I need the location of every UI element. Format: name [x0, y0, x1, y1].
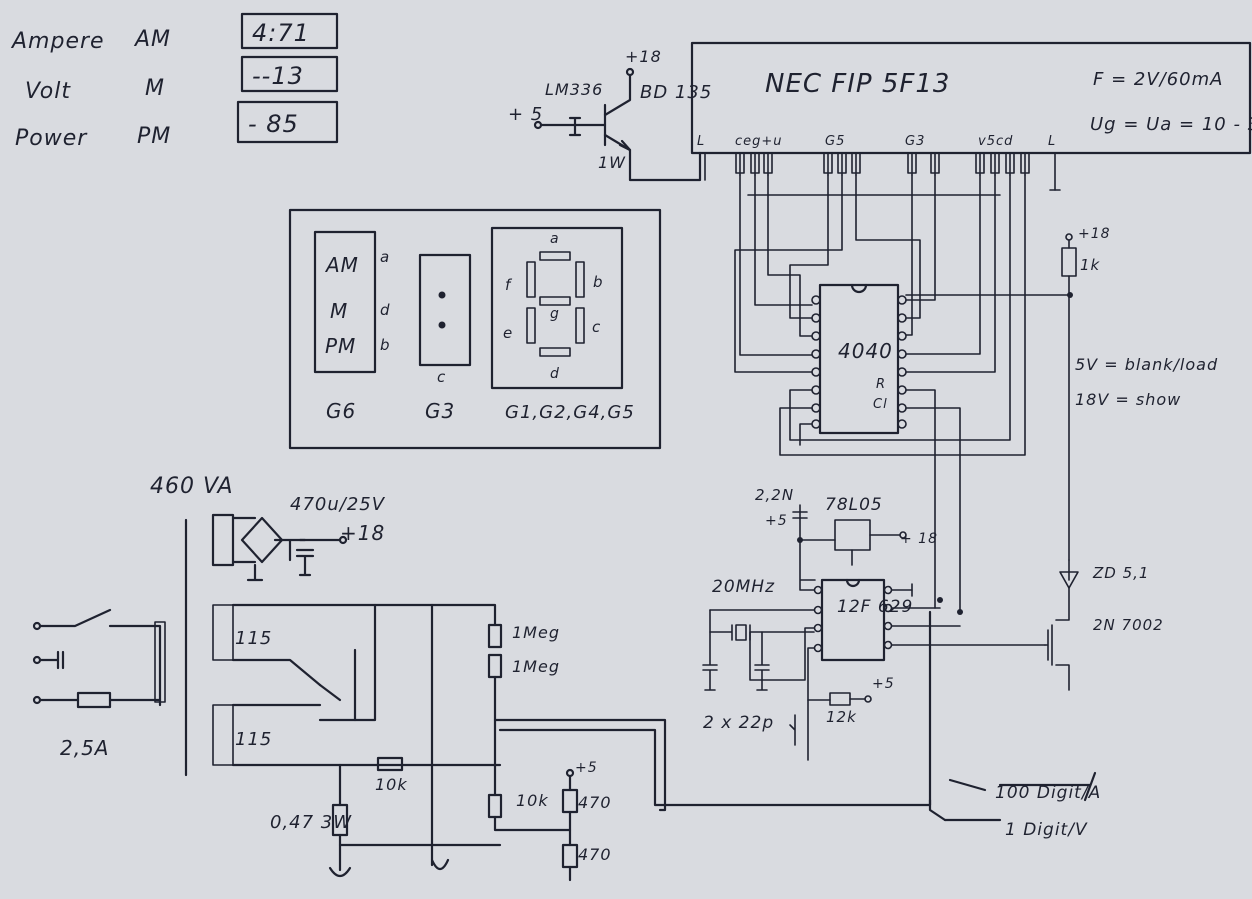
filament-regulator: LM336 BD 135 1W + 5 +18 — [508, 47, 712, 182]
legend-am: AM — [324, 253, 359, 277]
lm336-label: LM336 — [545, 80, 603, 99]
legend-caption-digits: G1,G2,G4,G5 — [505, 402, 635, 423]
caps-label: 2 x 22p — [703, 713, 774, 733]
fuse-label: 2,5A — [60, 736, 110, 760]
ic-4040-body — [818, 283, 900, 435]
seg-e: e — [503, 324, 513, 342]
ic-4040-label: 4040 — [838, 339, 893, 363]
transformer-rating: 460 VA — [150, 474, 234, 499]
ampere-value: 4:71 — [252, 19, 310, 47]
legend-pin-d: d — [380, 301, 391, 319]
vfd-pins-6: L — [1048, 134, 1056, 149]
display-mode-table: Ampere AM 4:71 Volt M --13 Power PM - 85 — [10, 12, 339, 151]
r10k-b-label: 10k — [516, 791, 549, 810]
scale-volts-label: 1 Digit/V — [1005, 820, 1088, 840]
power-code: PM — [137, 124, 171, 149]
legend-caption-g3: G3 — [425, 399, 455, 423]
power-supply: 460 VA 470u/25V +18 115 115 2,5A 0,47 3W… — [32, 474, 1101, 882]
regulator-supply-label: +18 — [625, 47, 662, 66]
seg-c: c — [592, 318, 601, 336]
legend-pin-a: a — [380, 248, 390, 266]
legend-g3-box — [418, 253, 472, 367]
vfd-pins-3: G5 — [825, 134, 845, 149]
legend-caption-g6: G6 — [326, 399, 356, 423]
vfd-title: NEC FIP 5F13 — [765, 69, 950, 99]
r470-supply-label: +5 — [575, 760, 598, 776]
ic-4040-pin-cl: Cl — [873, 397, 888, 412]
r1meg-a-label: 1Meg — [512, 623, 560, 642]
psu-output-label: +18 — [340, 521, 385, 545]
legend-pm: PM — [325, 334, 356, 358]
ic-12f629-notch — [845, 578, 861, 588]
volt-value: --13 — [252, 62, 304, 90]
legend-m: M — [330, 299, 348, 323]
ampere-label: Ampere — [10, 29, 105, 54]
volt-code: M — [145, 76, 165, 101]
r470-b-label: 470 — [578, 845, 612, 864]
legend-colon-top — [438, 291, 446, 299]
volt-value-box — [240, 55, 339, 93]
ic-12f629-label: 12F 629 — [837, 597, 913, 617]
volt-label: Volt — [25, 79, 71, 104]
ampere-value-box — [240, 12, 339, 50]
zener-label: ZD 5,1 — [1092, 564, 1149, 582]
seg-b: b — [593, 273, 604, 291]
reg-78l05-label: 78L05 — [825, 495, 883, 515]
vfd-pins-5: v5cd — [978, 134, 1013, 149]
seg-d: d — [550, 366, 560, 382]
mosfet-label: 2N 7002 — [1093, 616, 1164, 634]
reg-cap-plus: +5 — [765, 513, 788, 529]
crystal-label: 20MHz — [712, 577, 775, 597]
microcontroller: 12F 629 20MHz 2 x 22p 78L05 2,2N +5 + 18… — [702, 389, 1164, 761]
r470-a-label: 470 — [578, 793, 612, 812]
legend-g3-pin: c — [437, 368, 446, 386]
vfd-grid-spec: Ug = Ua = 10 - 32V — [1090, 114, 1252, 135]
power-label: Power — [15, 126, 88, 151]
ic-4040-notch — [850, 283, 868, 294]
counter-note-show: 18V = show — [1075, 390, 1181, 409]
legend-pin-b: b — [380, 336, 391, 354]
reg-cap-label: 2,2N — [755, 486, 794, 504]
legend-colon-bottom — [438, 321, 446, 329]
winding-2-label: 115 — [235, 729, 272, 750]
pullup-supply: +18 — [1078, 226, 1111, 242]
vfd-filament-spec: F = 2V/60mA — [1093, 69, 1223, 90]
ic-12f629-body — [820, 578, 886, 662]
vfd-pins-4: G3 — [905, 134, 925, 149]
bd135-label: BD 135 — [640, 82, 712, 103]
button-resistor-label: 12k — [826, 708, 857, 726]
seg-a: a — [550, 231, 560, 247]
filter-cap-label: 470u/25V — [290, 494, 386, 515]
legend-7seg-box — [490, 226, 624, 390]
legend-outline — [288, 208, 662, 450]
scale-amps-label: 100 Digit/A — [995, 783, 1101, 803]
power-value-box — [236, 100, 339, 144]
digit-legend: AM M PM a d b G6 c G3 a b c d e f g G1,G… — [288, 208, 662, 450]
counter-4040: 4040 R Cl — [734, 174, 1218, 561]
regulator-input-label: + 5 — [508, 104, 543, 125]
counter-note-blank: 5V = blank/load — [1075, 355, 1218, 374]
shunt-label: 0,47 3W — [270, 812, 352, 833]
winding-1-label: 115 — [235, 628, 272, 649]
r10k-a-label: 10k — [375, 775, 408, 794]
ampere-code: AM — [133, 27, 171, 52]
r1meg-b-label: 1Meg — [512, 657, 560, 676]
power-value: - 85 — [248, 110, 299, 138]
legend-g6-box — [313, 230, 377, 374]
vfd-tube: NEC FIP 5F13 F = 2V/60mA Ug = Ua = 10 - … — [690, 41, 1252, 191]
seven-segment-icon — [526, 251, 585, 357]
seg-f: f — [505, 276, 513, 294]
vfd-outline — [690, 41, 1252, 155]
vfd-pins-2: ceg+u — [735, 134, 783, 149]
pullup-resistor: 1k — [1080, 256, 1101, 274]
ic-4040-pin-r: R — [876, 377, 886, 392]
regulator-power-label: 1W — [598, 153, 626, 172]
seg-g: g — [550, 306, 560, 322]
button-supply-label: +5 — [872, 676, 895, 692]
vfd-pins-1: L — [697, 134, 705, 149]
reg-output: + 18 — [900, 531, 938, 547]
